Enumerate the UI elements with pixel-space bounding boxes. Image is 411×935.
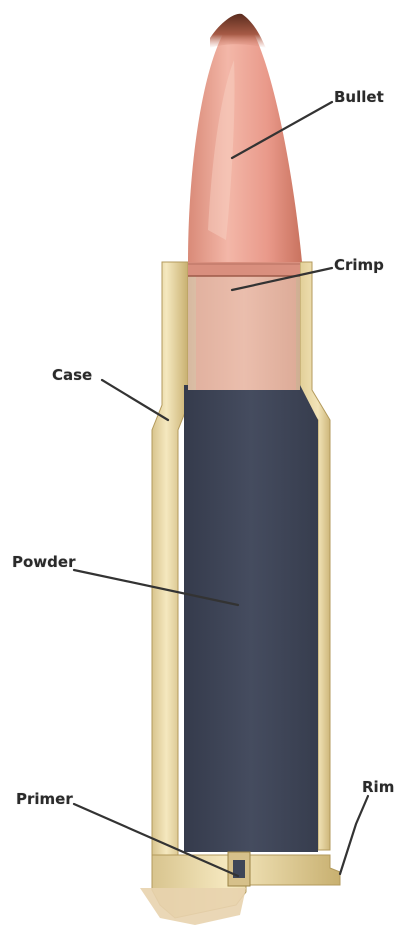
powder-label: Powder [12,555,75,570]
powder-charge [184,385,318,852]
bullet-base [188,262,300,390]
primer-label: Primer [16,792,73,807]
case-label: Case [52,368,92,383]
leader-case [102,380,168,420]
rim-label: Rim [362,780,394,795]
leader-rim [340,796,368,874]
bullet-label: Bullet [334,90,384,105]
case-left-wall [152,262,188,885]
crimp-band [188,262,300,276]
crimp-label: Crimp [334,258,384,273]
bullet-ogive [188,14,302,262]
primer [228,852,250,886]
